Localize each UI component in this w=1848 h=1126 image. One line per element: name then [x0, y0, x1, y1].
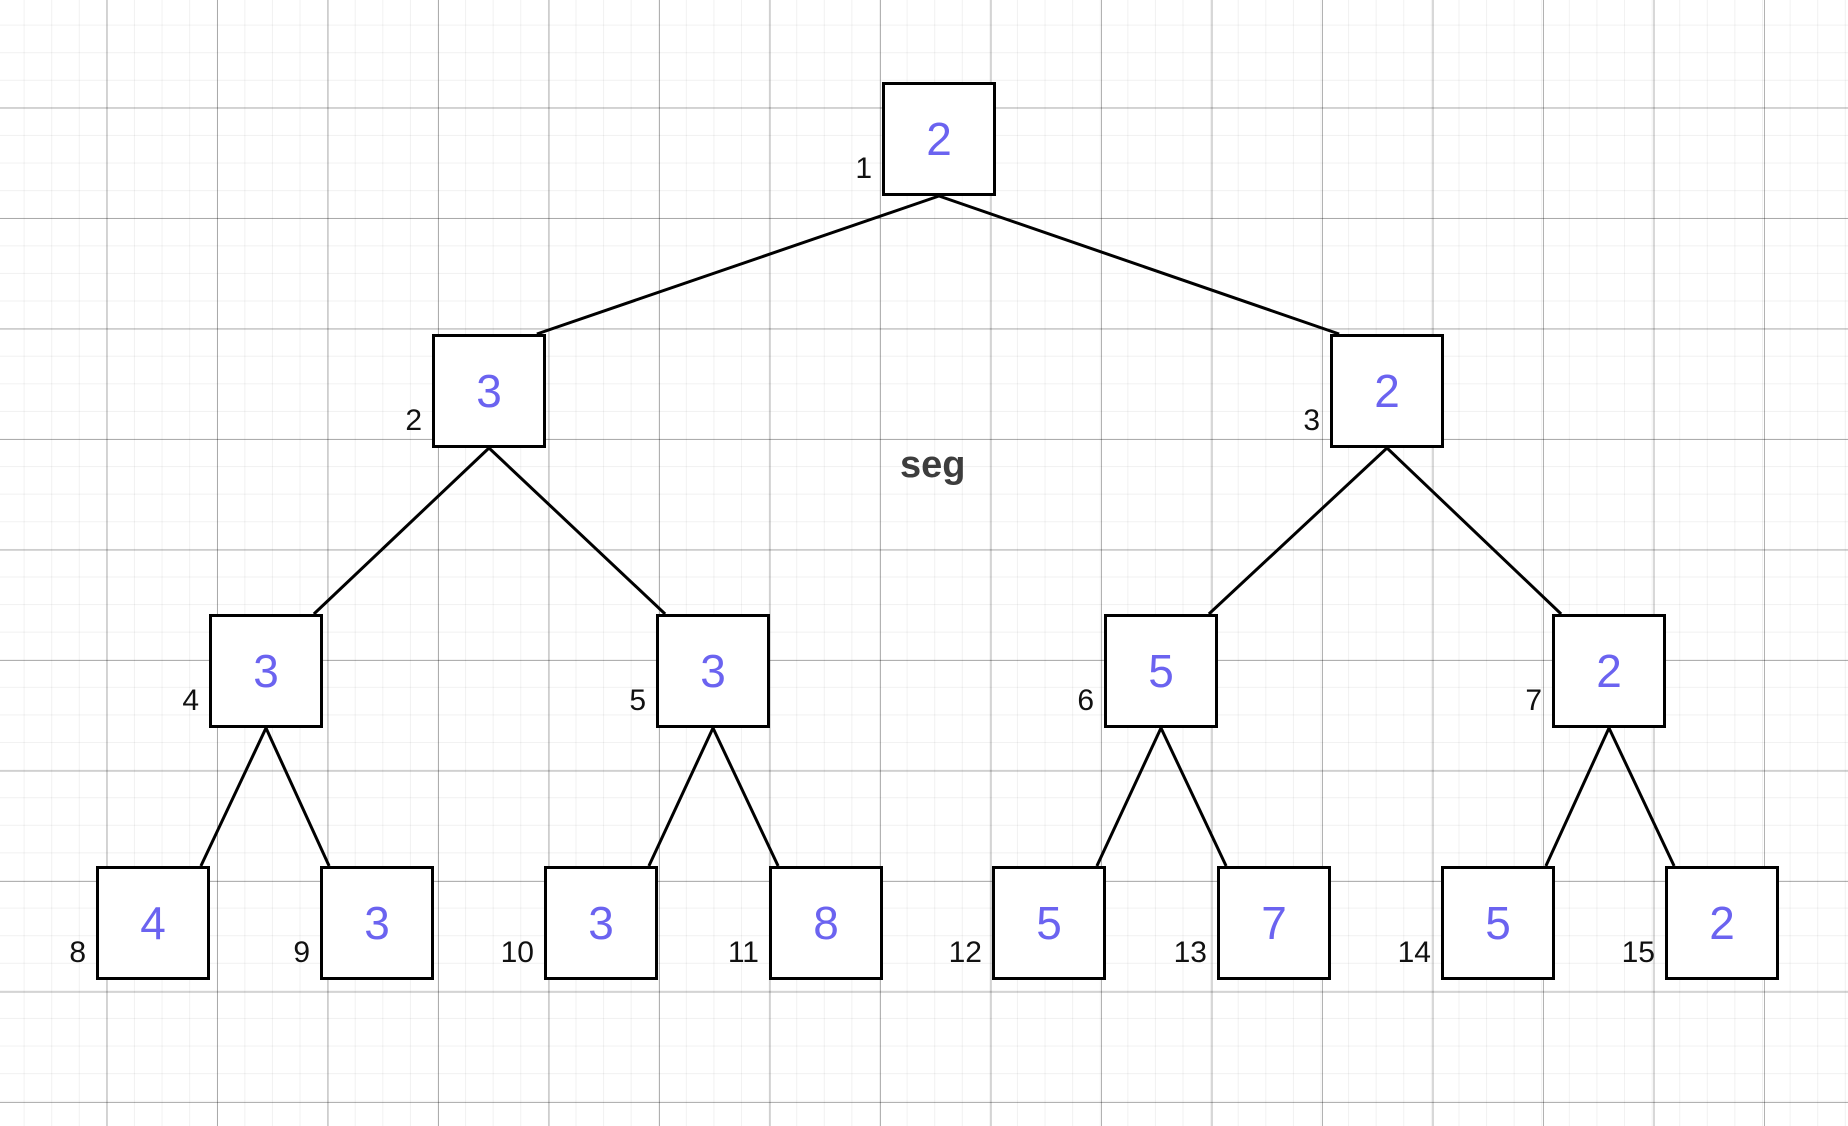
tree-node-7[interactable]: 2	[1552, 614, 1666, 728]
tree-node-index-7: 7	[1525, 684, 1542, 717]
tree-node-5[interactable]: 3	[656, 614, 770, 728]
tree-node-index-14: 14	[1397, 936, 1431, 969]
tree-node-index-3: 3	[1303, 404, 1320, 437]
tree-node-6[interactable]: 5	[1104, 614, 1218, 728]
tree-edge	[647, 727, 715, 867]
tree-node-15[interactable]: 2	[1665, 866, 1779, 980]
tree-node-value: 5	[1148, 645, 1174, 697]
tree-edge	[1544, 727, 1611, 867]
tree-node-index-12: 12	[948, 936, 982, 969]
tree-node-value: 5	[1036, 897, 1062, 949]
tree-node-value: 3	[588, 897, 614, 949]
tree-node-value: 2	[1709, 897, 1735, 949]
tree-node-8[interactable]: 4	[96, 866, 210, 980]
tree-node-index-5: 5	[629, 684, 646, 717]
tree-node-value: 3	[253, 645, 279, 697]
tree-edge	[711, 727, 780, 867]
tree-node-value: 3	[476, 365, 502, 417]
tree-edge	[264, 727, 331, 867]
tree-node-index-1: 1	[855, 152, 872, 185]
tree-node-index-4: 4	[182, 684, 199, 717]
tree-node-value: 2	[1596, 645, 1622, 697]
tree-node-1[interactable]: 2	[882, 82, 996, 196]
tree-node-value: 7	[1261, 897, 1287, 949]
tree-edge	[1607, 727, 1676, 867]
tree-edge	[199, 727, 268, 867]
tree-node-13[interactable]: 7	[1217, 866, 1331, 980]
tree-node-index-13: 13	[1173, 936, 1207, 969]
tree-node-value: 8	[813, 897, 839, 949]
tree-node-index-9: 9	[293, 936, 310, 969]
tree-node-value: 2	[926, 113, 952, 165]
tree-node-value: 3	[700, 645, 726, 697]
tree-node-index-2: 2	[405, 404, 422, 437]
tree-edge	[487, 446, 667, 616]
tree-node-value: 4	[140, 897, 166, 949]
tree-edge	[1159, 727, 1228, 867]
tree-edge	[1385, 446, 1563, 616]
tree-node-4[interactable]: 3	[209, 614, 323, 728]
tree-node-index-15: 15	[1621, 936, 1655, 969]
tree-node-value: 5	[1485, 897, 1511, 949]
tree-node-3[interactable]: 2	[1330, 334, 1444, 448]
tree-edge	[1095, 727, 1163, 867]
tree-node-index-11: 11	[727, 936, 759, 969]
tree-node-9[interactable]: 3	[320, 866, 434, 980]
tree-node-2[interactable]: 3	[432, 334, 546, 448]
tree-node-12[interactable]: 5	[992, 866, 1106, 980]
tree-edge	[312, 446, 491, 616]
tree-node-10[interactable]: 3	[544, 866, 658, 980]
tree-node-value: 3	[364, 897, 390, 949]
tree-edge	[1207, 446, 1389, 616]
tree-node-14[interactable]: 5	[1441, 866, 1555, 980]
tree-edge	[938, 194, 1340, 336]
tree-edge	[536, 194, 940, 336]
tree-node-value: 2	[1374, 365, 1400, 417]
tree-node-index-8: 8	[69, 936, 86, 969]
tree-node-11[interactable]: 8	[769, 866, 883, 980]
tree-node-index-10: 10	[500, 936, 534, 969]
tree-node-index-6: 6	[1077, 684, 1094, 717]
diagram-title: seg	[900, 444, 966, 486]
